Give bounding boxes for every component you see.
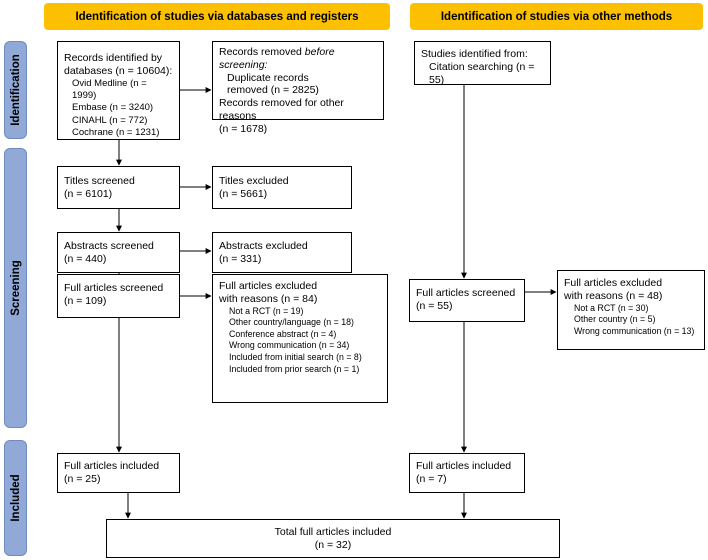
phase-screening: Screening <box>4 148 27 428</box>
phase-identification: Identification <box>4 41 27 139</box>
studies-identified-line2: Citation searching (n = 55) <box>429 60 535 86</box>
titles-excluded-line2: (n = 5661) <box>219 187 268 200</box>
abstracts-excluded-box: Abstracts excluded (n = 331) <box>212 232 352 273</box>
exclusion-reason: Included from prior search (n = 1) <box>229 363 360 374</box>
source-item: Embase (n = 3240) <box>72 102 154 114</box>
exclusion-reason: Conference abstract (n = 4) <box>229 328 337 339</box>
records-removed-prefix: Records removed <box>219 46 305 58</box>
records-removed-emphasis: before screening: <box>219 46 335 71</box>
full-excluded-db-line1: Full articles excluded <box>219 280 318 292</box>
full-excluded-other-line2: with reasons (n = 48) <box>564 289 663 302</box>
records-identified-line2: databases (n = 10604): <box>64 64 173 77</box>
full-screened-db-box: Full articles screened (n = 109) <box>57 274 180 318</box>
removed-other-line1: Records removed for other reasons <box>219 97 344 122</box>
full-screened-db-line2: (n = 109) <box>64 294 107 307</box>
removed-other-line2: (n = 1678) <box>219 122 268 135</box>
total-included-line2: (n = 32) <box>314 538 352 551</box>
titles-screened-box: Titles screened (n = 6101) <box>57 166 180 209</box>
abstracts-screened-box: Abstracts screened (n = 440) <box>57 232 180 273</box>
records-removed-box: Records removed before screening: Duplic… <box>212 41 384 135</box>
records-identified-line1: Records identified by <box>64 52 163 64</box>
exclusion-reason: Other country/language (n = 18) <box>229 317 354 328</box>
abstracts-screened-line2: (n = 440) <box>64 252 107 265</box>
source-item: Ovid Medline (n = 1999) <box>72 77 147 101</box>
records-identified-box: Records identified by databases (n = 106… <box>57 41 180 140</box>
abstracts-excluded-line2: (n = 331) <box>219 252 262 265</box>
studies-identified-line1: Studies identified from: <box>421 48 528 60</box>
exclusion-reason: Other country (n = 5) <box>574 314 656 325</box>
full-excluded-db-box: Full articles excluded with reasons (n =… <box>212 274 388 403</box>
exclusion-reason: Included from initial search (n = 8) <box>229 352 362 363</box>
duplicates-line2: removed (n = 2825) <box>227 84 319 97</box>
abstracts-screened-line1: Abstracts screened <box>64 240 154 252</box>
records-removed-line1: Records removed before screening: <box>219 46 377 72</box>
full-screened-other-line1: Full articles screened <box>416 287 516 299</box>
titles-screened-line2: (n = 6101) <box>64 187 113 200</box>
full-included-other-box: Full articles included (n = 7) <box>409 453 525 493</box>
full-included-other-line2: (n = 7) <box>416 472 447 485</box>
full-screened-other-line2: (n = 55) <box>416 299 453 312</box>
full-included-db-box: Full articles included (n = 25) <box>57 453 180 493</box>
duplicates-line1: Duplicate records <box>227 71 309 84</box>
abstracts-excluded-line1: Abstracts excluded <box>219 240 308 252</box>
source-item: CINAHL (n = 772) <box>72 114 148 126</box>
header-databases: Identification of studies via databases … <box>44 3 390 30</box>
titles-excluded-box: Titles excluded (n = 5661) <box>212 166 352 209</box>
full-excluded-db-line2: with reasons (n = 84) <box>219 292 318 305</box>
total-included-box: Total full articles included (n = 32) <box>106 519 560 558</box>
full-screened-other-box: Full articles screened (n = 55) <box>409 279 525 322</box>
exclusion-reason: Not a RCT (n = 19) <box>229 305 304 316</box>
studies-identified-box: Studies identified from: Citation search… <box>414 41 551 86</box>
full-included-other-line1: Full articles included <box>416 460 512 472</box>
source-item: Cochrane (n = 1231) <box>72 126 160 138</box>
exclusion-reason: Not a RCT (n = 30) <box>574 302 649 313</box>
full-excluded-other-box: Full articles excluded with reasons (n =… <box>557 270 705 350</box>
exclusion-reason: Wrong communication (n = 13) <box>574 325 695 336</box>
titles-excluded-line1: Titles excluded <box>219 175 289 187</box>
full-excluded-other-line1: Full articles excluded <box>564 277 663 289</box>
phase-included: Included <box>4 440 27 556</box>
full-included-db-line2: (n = 25) <box>64 472 101 485</box>
full-included-db-line1: Full articles included <box>64 460 160 472</box>
titles-screened-line1: Titles screened <box>64 175 135 187</box>
total-included-line1: Total full articles included <box>274 525 392 538</box>
exclusion-reason: Wrong communication (n = 34) <box>229 340 350 351</box>
header-other-methods: Identification of studies via other meth… <box>410 3 703 30</box>
full-screened-db-line1: Full articles screened <box>64 282 164 294</box>
